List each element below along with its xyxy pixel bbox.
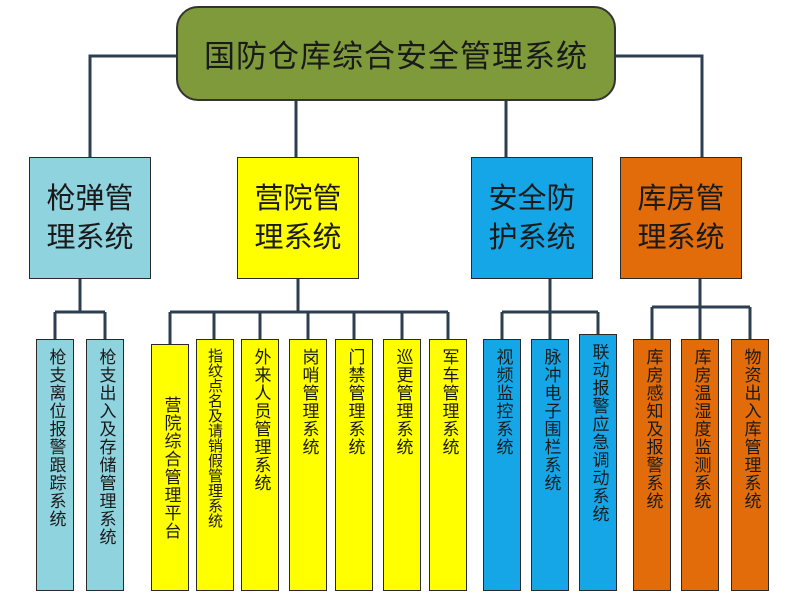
node-label: 库房温湿度监测系统	[690, 348, 711, 510]
fingerprint-rollcall-leave-system: 指纹点名及请销假管理系统	[196, 339, 234, 591]
connector-camp-group	[168, 279, 450, 344]
gun-ammo-management-system: 枪弹管理系统	[29, 157, 151, 279]
warehouse-management-label: 库房管理系统	[637, 181, 725, 254]
node-label: 物资出入库管理系统	[740, 348, 761, 510]
military-vehicle-system: 军车管理系统	[429, 339, 467, 591]
linked-alarm-emergency-system: 联动报警应急调动系统	[579, 334, 617, 591]
node-label: 门禁管理系统	[344, 348, 365, 456]
node-label: 军车管理系统	[438, 348, 459, 456]
camp-management-label: 营院管理系统	[254, 181, 342, 254]
pulse-electric-fence-system: 脉冲电子围栏系统	[531, 339, 569, 591]
gun-offpost-alarm-tracking-system: 枪支离位报警跟踪系统	[36, 339, 74, 591]
gun-ammo-management-label: 枪弹管理系统	[46, 181, 134, 254]
node-label: 岗哨管理系统	[298, 348, 319, 456]
connector-warehouse-group	[650, 279, 752, 339]
connector-security-group	[500, 279, 600, 339]
camp-management-system: 营院管理系统	[237, 157, 359, 279]
sentry-management-system: 岗哨管理系统	[289, 339, 327, 591]
connector-root-warehouse	[616, 54, 704, 157]
warehouse-management-system: 库房管理系统	[620, 157, 742, 279]
node-label: 库房感知及报警系统	[642, 348, 663, 510]
root-system-label: 国防仓库综合安全管理系统	[204, 39, 588, 75]
node-label: 巡更管理系统	[392, 348, 413, 456]
access-control-system: 门禁管理系统	[335, 339, 373, 591]
visitor-management-system: 外来人员管理系统	[241, 339, 279, 591]
node-label: 指纹点名及请销假管理系统	[206, 348, 224, 528]
video-surveillance-system: 视频监控系统	[483, 339, 521, 591]
connector-gun-group	[53, 279, 107, 339]
patrol-management-system: 巡更管理系统	[383, 339, 421, 591]
node-label: 枪支出入及存储管理系统	[95, 348, 116, 546]
camp-integrated-platform: 营院综合管理平台	[151, 344, 189, 591]
material-inout-warehouse-system: 物资出入库管理系统	[731, 339, 769, 591]
node-label: 视频监控系统	[492, 348, 513, 456]
connector-root-gun	[88, 54, 176, 157]
security-protection-system: 安全防护系统	[471, 157, 593, 279]
node-label: 外来人员管理系统	[250, 348, 271, 492]
node-label: 脉冲电子围栏系统	[540, 348, 561, 492]
warehouse-sensing-alarm-system: 库房感知及报警系统	[633, 339, 671, 591]
node-label: 联动报警应急调动系统	[588, 343, 609, 523]
node-label: 枪支离位报警跟踪系统	[45, 348, 66, 528]
warehouse-temp-humidity-system: 库房温湿度监测系统	[681, 339, 719, 591]
gun-inout-storage-system: 枪支出入及存储管理系统	[86, 339, 124, 591]
root-system-title: 国防仓库综合安全管理系统	[176, 6, 616, 101]
security-protection-label: 安全防护系统	[488, 181, 576, 254]
node-label: 营院综合管理平台	[160, 395, 181, 540]
